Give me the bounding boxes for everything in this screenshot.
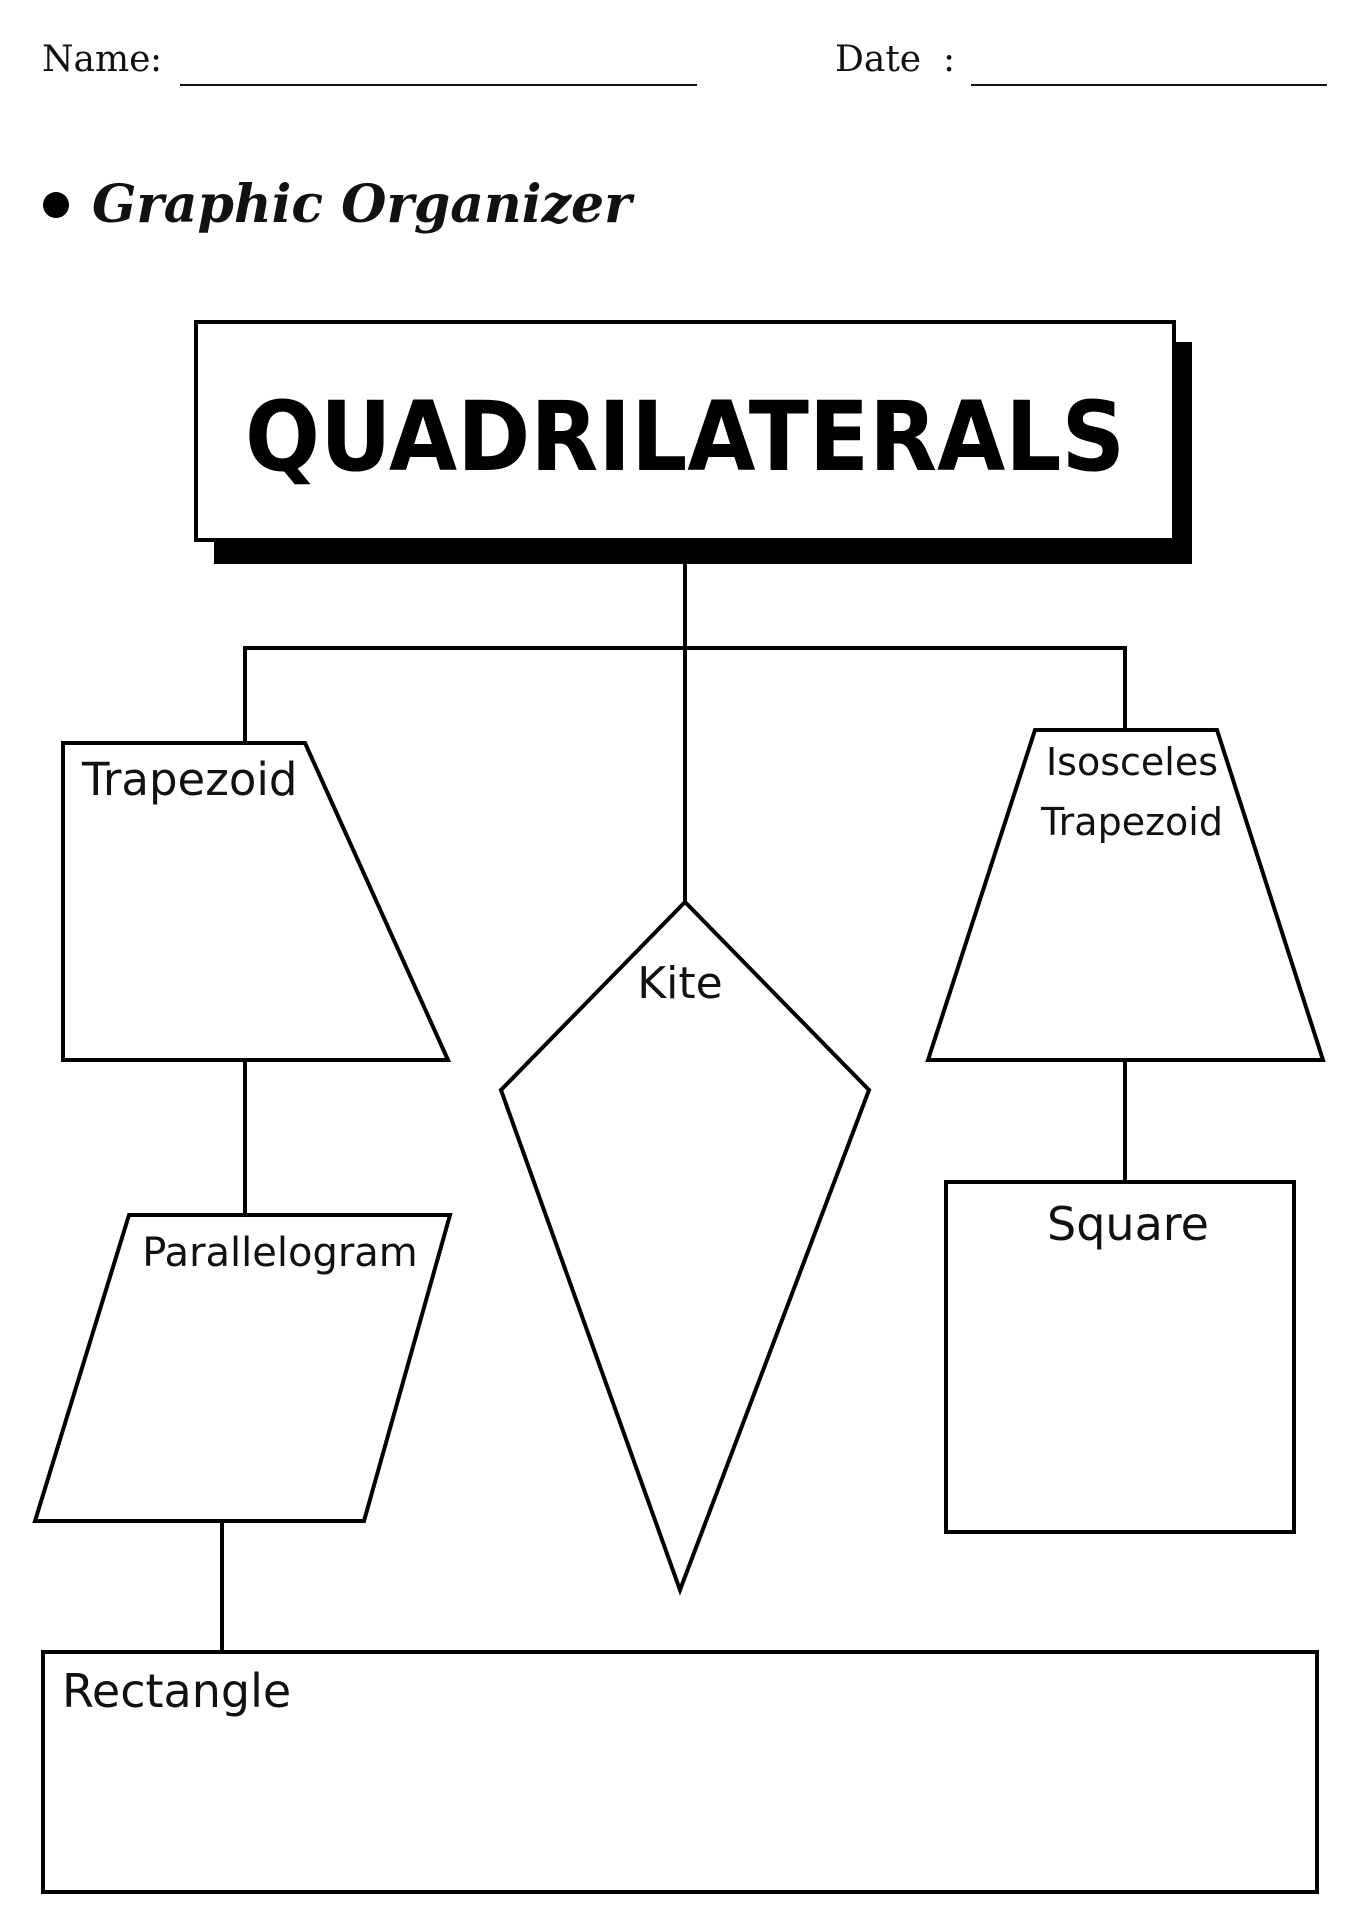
heading-title: Graphic Organizer (92, 174, 635, 235)
trapezoid-label: Trapezoid (81, 753, 297, 806)
isosceles-trapezoid-label-line1: Isosceles (1046, 740, 1218, 784)
trapezoid-shape (61, 741, 452, 1062)
connector-lines (220, 564, 1127, 1652)
root-title: QUADRILATERALS (245, 381, 1125, 493)
connector-branch-bar (243, 646, 1127, 743)
rectangle-label: Rectangle (62, 1664, 291, 1718)
rectangle-shape (41, 1650, 1319, 1894)
name-label: Name (42, 39, 150, 80)
kite-shape (498, 899, 872, 1596)
isosceles-trapezoid-shape (925, 728, 1326, 1062)
kite-label: Kite (637, 958, 722, 1009)
square-shape (944, 1180, 1296, 1534)
title-box (194, 320, 1176, 542)
date-separator: : (943, 39, 955, 80)
parallelogram-label: Parallelogram (142, 1230, 418, 1276)
heading-bullet-icon (43, 192, 69, 218)
name-separator: : (150, 39, 162, 80)
parallelogram-shape (32, 1213, 453, 1523)
square-label: Square (1047, 1197, 1209, 1251)
date-label: Date (835, 39, 921, 80)
isosceles-trapezoid-label-line2: Trapezoid (1040, 800, 1223, 844)
